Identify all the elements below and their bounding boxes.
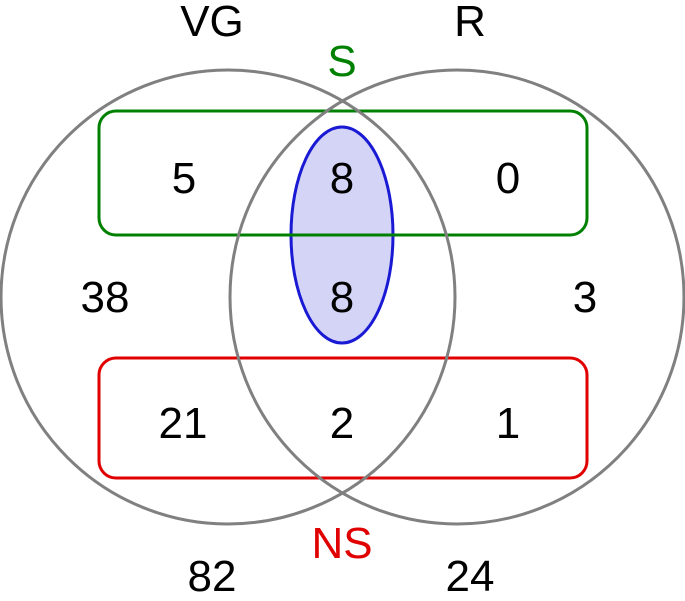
count-ns-intersection: 2 bbox=[329, 399, 355, 448]
count-s-intersection: 8 bbox=[329, 154, 355, 203]
r-set-label: R bbox=[454, 0, 486, 46]
r-set-circle bbox=[228, 68, 685, 526]
count-ns-r-only: 1 bbox=[495, 399, 521, 448]
ns-group-box bbox=[97, 356, 589, 480]
ns-group-label: NS bbox=[311, 519, 373, 568]
vg-set-label: VG bbox=[180, 0, 244, 46]
count-mid-intersection: 8 bbox=[329, 273, 355, 322]
count-outside-vg: 82 bbox=[187, 552, 237, 601]
count-mid-vg-only: 38 bbox=[80, 273, 130, 322]
count-mid-r-only: 3 bbox=[572, 273, 598, 322]
vg-set-circle bbox=[0, 68, 457, 526]
count-ns-vg-only: 21 bbox=[158, 399, 208, 448]
count-s-r-only: 0 bbox=[495, 154, 521, 203]
s-group-label: S bbox=[327, 37, 357, 86]
count-outside-r: 24 bbox=[445, 552, 495, 601]
s-group-box bbox=[97, 109, 589, 237]
count-s-vg-only: 5 bbox=[171, 154, 197, 203]
